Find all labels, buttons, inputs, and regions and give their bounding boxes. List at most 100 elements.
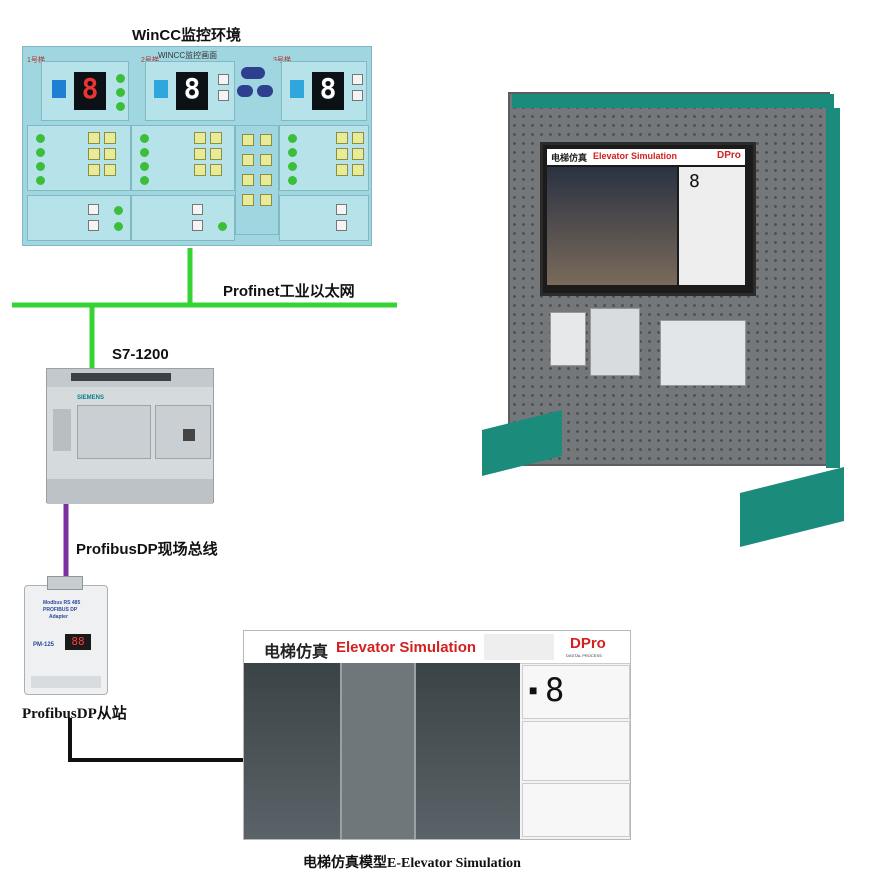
hall-call-button[interactable] — [242, 134, 254, 146]
car2-display-group: 8 — [145, 61, 235, 121]
car3-floor-digit: 8 — [312, 72, 344, 110]
floor-button[interactable] — [210, 164, 222, 176]
floor-button[interactable] — [194, 132, 206, 144]
status-button[interactable] — [336, 220, 347, 231]
esim-toolbar[interactable] — [484, 634, 554, 660]
floor-button[interactable] — [104, 148, 116, 160]
status-led — [288, 148, 297, 157]
stand-panel: 电梯仿真 Elevator Simulation DPro 8 — [508, 92, 830, 466]
wincc-car2-label: 2号梯 — [141, 55, 159, 65]
elevator-shaft — [340, 663, 416, 839]
status-led — [116, 102, 125, 111]
car3-display-group: 8 — [281, 61, 367, 121]
stand-floor-digit: 8 — [689, 171, 700, 192]
call-button[interactable] — [352, 90, 363, 101]
status-led — [288, 134, 297, 143]
control-button[interactable] — [237, 85, 253, 97]
floor-button[interactable] — [194, 164, 206, 176]
esim-call-panel[interactable] — [522, 721, 630, 781]
car1-display-group: 8 — [41, 61, 129, 121]
hall-call-button[interactable] — [242, 154, 254, 166]
esim-floor-digit: 8 — [545, 671, 565, 709]
hall-call-button[interactable] — [260, 174, 272, 186]
floor-button[interactable] — [104, 164, 116, 176]
floor-button[interactable] — [88, 132, 100, 144]
slave-line2: PROFIBUS DP — [43, 607, 78, 613]
hall-call-button[interactable] — [242, 194, 254, 206]
car2-direction-indicator — [154, 80, 168, 98]
esim-direction: ■ — [529, 682, 538, 698]
stand-monitor-title: 电梯仿真 Elevator Simulation DPro — [547, 149, 745, 165]
status-led — [36, 176, 45, 185]
slave-model: PM-125 — [33, 642, 55, 648]
floor-button[interactable] — [336, 148, 348, 160]
call-button[interactable] — [352, 74, 363, 85]
status-led — [116, 74, 125, 83]
car1-direction-indicator — [52, 80, 66, 98]
hall-call-panel — [235, 125, 279, 235]
status-led — [140, 134, 149, 143]
model-caption: 电梯仿真模型E-Elevator Simulation — [303, 856, 521, 871]
profinet-label: Profinet工业以太网 — [223, 283, 355, 300]
stand-title-en: Elevator Simulation — [593, 151, 678, 161]
stand-monitor: 电梯仿真 Elevator Simulation DPro 8 — [540, 142, 756, 296]
status-led — [288, 176, 297, 185]
hall-call-button[interactable] — [260, 154, 272, 166]
status-led — [36, 134, 45, 143]
profibus-slave-label: ProfibusDP从站 — [22, 706, 127, 722]
esim-car-panel[interactable] — [522, 783, 630, 837]
control-button[interactable] — [241, 67, 265, 79]
wincc-car1-label: 1号梯 — [27, 57, 45, 64]
status-led — [114, 206, 123, 215]
profibus-slave-module: Modbus RS 485 PROFIBUS DP Adapter PM-125… — [24, 576, 108, 695]
power-module — [550, 312, 586, 366]
slave-line1: Modbus RS 485 — [43, 600, 81, 606]
floor-button[interactable] — [352, 148, 364, 160]
call-button[interactable] — [218, 74, 229, 85]
stand-title-cn: 电梯仿真 — [551, 153, 588, 163]
stand-sim-view — [547, 167, 677, 285]
stand-brand: DPro — [717, 150, 741, 161]
s7-1200-label: S7-1200 — [112, 346, 169, 363]
floor-button[interactable] — [210, 148, 222, 160]
slave-terminal-block — [31, 676, 101, 688]
hall-call-button[interactable] — [260, 134, 272, 146]
car3-status-panel — [279, 195, 369, 241]
status-led — [218, 222, 227, 231]
floor-button[interactable] — [336, 132, 348, 144]
floor-button[interactable] — [352, 132, 364, 144]
floor-button[interactable] — [352, 164, 364, 176]
floor-button[interactable] — [336, 164, 348, 176]
status-button[interactable] — [88, 220, 99, 231]
status-led — [114, 222, 123, 231]
hall-call-button[interactable] — [242, 174, 254, 186]
status-led — [140, 176, 149, 185]
status-led — [288, 162, 297, 171]
status-button[interactable] — [336, 204, 347, 215]
wincc-car3-label: 3号梯 — [273, 55, 291, 65]
status-led — [36, 148, 45, 157]
wincc-screen-header: WINCC监控画面 — [158, 51, 218, 60]
floor-button[interactable] — [88, 148, 100, 160]
car1-floor-digit: 8 — [74, 72, 106, 110]
plc-terminal-block — [71, 373, 171, 381]
floor-button[interactable] — [104, 132, 116, 144]
floor-button[interactable] — [88, 164, 100, 176]
profibus-bus-label: ProfibusDP现场总线 — [76, 541, 218, 558]
status-button[interactable] — [88, 204, 99, 215]
hall-call-button[interactable] — [260, 194, 272, 206]
car2-status-panel — [131, 195, 235, 241]
esim-brand: DPro — [570, 635, 606, 652]
floor-button[interactable] — [194, 148, 206, 160]
status-button[interactable] — [192, 220, 203, 231]
control-button[interactable] — [257, 85, 273, 97]
plc-module — [590, 308, 640, 376]
call-button[interactable] — [218, 90, 229, 101]
plc-brand: SIEMENS — [77, 395, 105, 401]
esim-title-bar: 电梯仿真 Elevator Simulation DPro DIGITAL PR… — [244, 631, 630, 664]
central-control-group — [235, 61, 279, 121]
elevator-sim-window: 电梯仿真 Elevator Simulation DPro DIGITAL PR… — [243, 630, 631, 840]
status-button[interactable] — [192, 204, 203, 215]
floor-button[interactable] — [210, 132, 222, 144]
